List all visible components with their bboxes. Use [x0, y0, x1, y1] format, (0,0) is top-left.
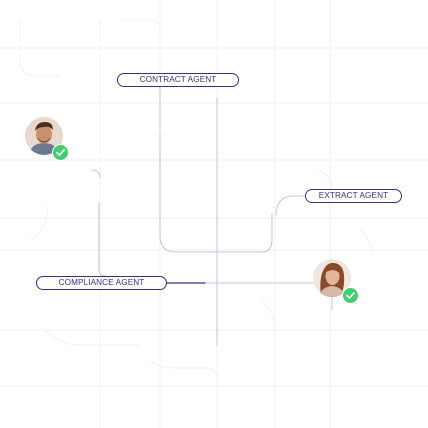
compliance-agent-node[interactable]: COMPLIANCE AGENT [36, 276, 167, 290]
check-icon [52, 144, 69, 161]
person-avatar-female-icon [313, 259, 359, 304]
extract-agent-node[interactable]: EXTRACT AGENT [305, 189, 402, 203]
person-avatar-male-icon [25, 117, 69, 161]
check-icon [342, 287, 359, 304]
contract-agent-node[interactable]: CONTRACT AGENT [117, 73, 239, 87]
